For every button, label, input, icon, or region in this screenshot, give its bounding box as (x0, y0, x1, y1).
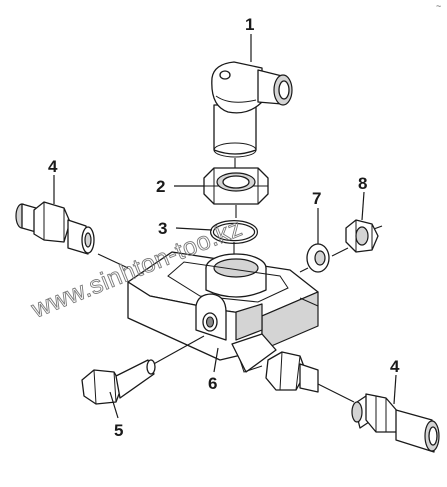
straight-fitting-part-4-left (15, 201, 95, 255)
valve-body-part-6 (127, 251, 319, 373)
callout-7: 7 (312, 189, 321, 208)
elbow-fitting-part-1 (211, 61, 293, 158)
callout-5: 5 (114, 421, 123, 440)
axis-right-port (317, 383, 355, 403)
straight-fitting-part-4-right (351, 393, 440, 453)
washer-part-7 (306, 243, 330, 273)
callout-4-left: 4 (48, 157, 58, 176)
callout-3: 3 (158, 219, 167, 238)
axis-small-port (299, 267, 309, 273)
hex-nut-part-8 (345, 219, 379, 253)
callout-2: 2 (156, 177, 165, 196)
callout-8: 8 (358, 174, 367, 193)
axis-bolt (149, 335, 205, 367)
axis-washer-nut (331, 247, 349, 257)
corner-mark: ~ (436, 1, 441, 11)
bolt-part-5 (81, 359, 156, 405)
axis-left-port (97, 253, 129, 269)
callout-6: 6 (208, 374, 217, 393)
callout-1: 1 (245, 15, 254, 34)
port-hex-nut (265, 351, 319, 393)
hex-nut-part-2 (203, 167, 269, 205)
callout-leaders (53, 34, 397, 419)
callout-4-right: 4 (390, 357, 400, 376)
